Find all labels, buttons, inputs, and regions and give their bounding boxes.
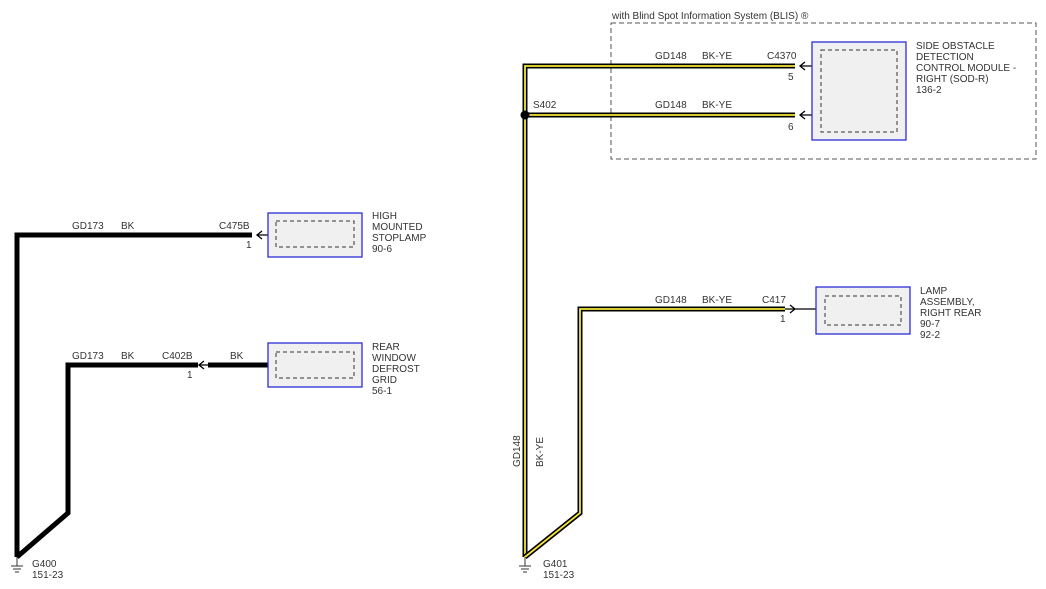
ground-g401-icon [519,557,531,573]
connector-c4370-label: C4370 [767,51,797,62]
wire-label-gd148-top-color: BK-YE [702,51,732,62]
connector-c4370-pin-bottom: 6 [788,122,794,133]
wire-gd148-lamp[interactable] [523,306,785,559]
wire-label-gd148-lamp-circuit: GD148 [655,295,687,306]
wire-label-gd173-top-circuit: GD173 [72,221,104,232]
wire-label-gd148-mid-color: BK-YE [702,100,732,111]
ground-g401-ref: 151-23 [543,570,575,581]
stoplamp-label: HIGH MOUNTED STOPLAMP 90-6 [372,211,429,255]
wire-label-gd148-mid-circuit: GD148 [655,100,687,111]
wire-label-gd148-lamp-color: BK-YE [702,295,732,306]
connector-c402b-pin [197,360,209,370]
sod-inner-outline [820,49,898,133]
stoplamp-inner-outline [275,220,355,248]
connector-c4370-pin6 [798,110,812,120]
component-high-mounted-stoplamp[interactable] [267,212,363,258]
connector-c417-label: C417 [762,295,786,306]
sod-label: SIDE OBSTACLE DETECTION CONTROL MODULE -… [916,41,1019,96]
wire-label-gd173-top-color: BK [121,221,135,232]
splice-s402-dot[interactable] [520,110,530,120]
connector-c475b-label: C475B [219,221,250,232]
component-rear-window-defrost-grid[interactable] [267,342,363,388]
defrost-inner-outline [275,351,355,379]
component-lamp-assembly-right-rear[interactable] [815,286,911,335]
component-side-obstacle-detection-module[interactable] [811,41,907,141]
wire-label-gd173-bottom-circuit: GD173 [72,351,104,362]
connector-c417-pin [785,304,816,314]
ground-g400-label: G400 [32,559,57,570]
connector-c417-pin-number: 1 [780,314,786,325]
connector-c402b-label: C402B [162,351,193,362]
blis-label: with Blind Spot Information System (BLIS… [611,11,809,22]
wire-label-gd148-vertical-color: BK-YE [535,437,546,467]
ground-g401-label: G401 [543,559,568,570]
wire-gd173-defrost[interactable] [15,362,198,559]
wire-label-gd173-bottom-color: BK [121,351,135,362]
blis-option-boundary [610,22,1037,160]
lamp-label: LAMP ASSEMBLY, RIGHT REAR 90-7 92-2 [920,286,984,341]
connector-c4370-pin-top: 5 [788,72,794,83]
wire-label-gd148-top-circuit: GD148 [655,51,687,62]
splice-s402-label: S402 [533,100,557,111]
connector-c4370-pin5 [798,61,812,71]
connector-c475b-pin [255,230,268,240]
wire-label-gd148-vertical-circuit: GD148 [512,435,523,467]
wire-gd148-sod-top[interactable] [522,63,795,557]
defrost-label: REAR WINDOW DEFROST GRID 56-1 [372,342,422,397]
ground-g400-ref: 151-23 [32,570,64,581]
lamp-inner-outline [824,295,902,326]
connector-c475b-pin-number: 1 [246,240,252,251]
ground-g400-icon [11,557,23,573]
wire-label-defrost-color: BK [230,351,244,362]
connector-c402b-pin-number: 1 [187,370,193,381]
wire-gd173-stoplamp[interactable] [14,232,252,557]
